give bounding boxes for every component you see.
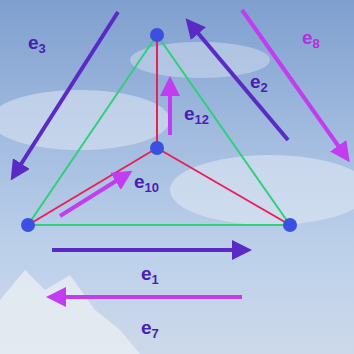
- background-clouds: [0, 42, 354, 225]
- edge-label: e1: [141, 264, 159, 286]
- edge-label: e12: [184, 104, 209, 126]
- edge-label: e8: [302, 28, 320, 50]
- mountain-silhouette: [0, 270, 140, 354]
- edge-label: e3: [28, 33, 46, 55]
- edge-label: e2: [250, 72, 268, 94]
- edge-label: e7: [141, 318, 159, 340]
- tetrahedron-figure: [21, 28, 297, 232]
- edge-arrows: [16, 10, 344, 297]
- edge-label: e10: [134, 172, 159, 194]
